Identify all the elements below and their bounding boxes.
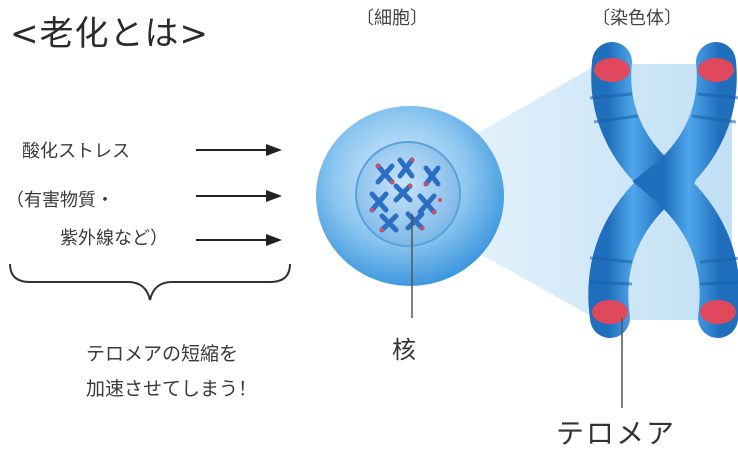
cause-oxidative-stress: 酸化ストレス <box>22 141 130 162</box>
arrow-2 <box>196 190 282 202</box>
mini-telomere-dots <box>370 158 442 232</box>
nucleus-label: 核 <box>392 336 416 364</box>
arrow-3 <box>196 234 282 246</box>
telomere-bottom-right <box>700 300 736 324</box>
telomere-bottom-left <box>592 300 628 324</box>
cell-header: 〔細胞〕 <box>356 8 428 29</box>
mini-chromosomes <box>369 157 441 233</box>
conclusion-line-1: テロメアの短縮を <box>86 343 239 365</box>
chromosome-header: 〔染色体〕 <box>592 8 682 29</box>
telomere-top-right <box>698 58 734 82</box>
telomere-top-left <box>594 58 630 82</box>
chromosome <box>588 42 738 338</box>
conclusion-line-2: 加速させてしまう！ <box>86 378 258 400</box>
cause-harmful-substances: （有害物質・ <box>6 190 114 211</box>
telomere-label: テロメア <box>556 417 677 450</box>
curly-brace <box>9 263 291 301</box>
zoom-beam <box>448 64 732 320</box>
page-title: <老化とは> <box>10 14 209 54</box>
cause-uv-rays: 紫外線など） <box>60 228 168 249</box>
arrow-1 <box>196 144 282 156</box>
